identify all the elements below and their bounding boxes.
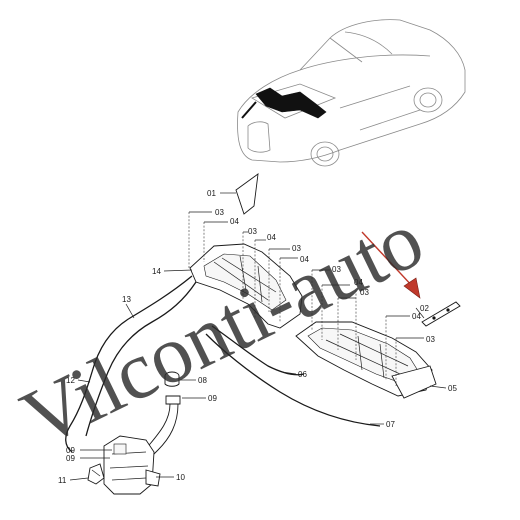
part-01-seal	[235, 173, 259, 215]
washer-hoses	[65, 275, 381, 453]
car-illustration	[237, 19, 466, 167]
callout-03-c: 03	[292, 244, 301, 253]
leader-lines-right	[311, 269, 424, 386]
watermark-text: Vilconti-auto	[8, 193, 436, 464]
callout-08: 08	[198, 376, 207, 385]
callout-13: 13	[122, 295, 131, 304]
callout-04-b: 04	[267, 233, 276, 242]
callout-04-d: 04	[354, 278, 363, 287]
callout-03-d: 03	[332, 265, 341, 274]
callout-09-a: 09	[208, 394, 217, 403]
callout-01: 01	[207, 189, 216, 198]
callout-05: 05	[448, 384, 457, 393]
part-11-washer-pump	[87, 463, 105, 485]
callout-11: 11	[58, 476, 67, 485]
callout-09-b: 09	[66, 446, 75, 455]
callout-07: 07	[386, 420, 395, 429]
callout-02: 02	[420, 304, 429, 313]
part-02-clip	[421, 301, 461, 327]
callout-14: 14	[152, 267, 161, 276]
part-05-right-cowl-panel	[295, 321, 437, 399]
callout-03-e: 03	[360, 288, 369, 297]
part-08-reservoir-cap	[164, 371, 180, 387]
callout-09-c: 09	[66, 454, 75, 463]
callout-03-b: 03	[248, 227, 257, 236]
callout-06: 06	[298, 370, 307, 379]
part-10-washer-reservoir	[103, 435, 161, 495]
callout-10: 10	[176, 473, 185, 482]
leader-lines-left	[188, 211, 298, 322]
callout-03-f: 03	[426, 335, 435, 344]
callout-04-a: 04	[230, 217, 239, 226]
callout-03-a: 03	[215, 208, 224, 217]
red-arrow-icon	[361, 231, 421, 299]
callout-12: 12	[66, 376, 75, 385]
callout-04-e: 04	[412, 312, 421, 321]
callout-04-c: 04	[300, 255, 309, 264]
part-14-left-cowl-panel	[189, 243, 303, 329]
